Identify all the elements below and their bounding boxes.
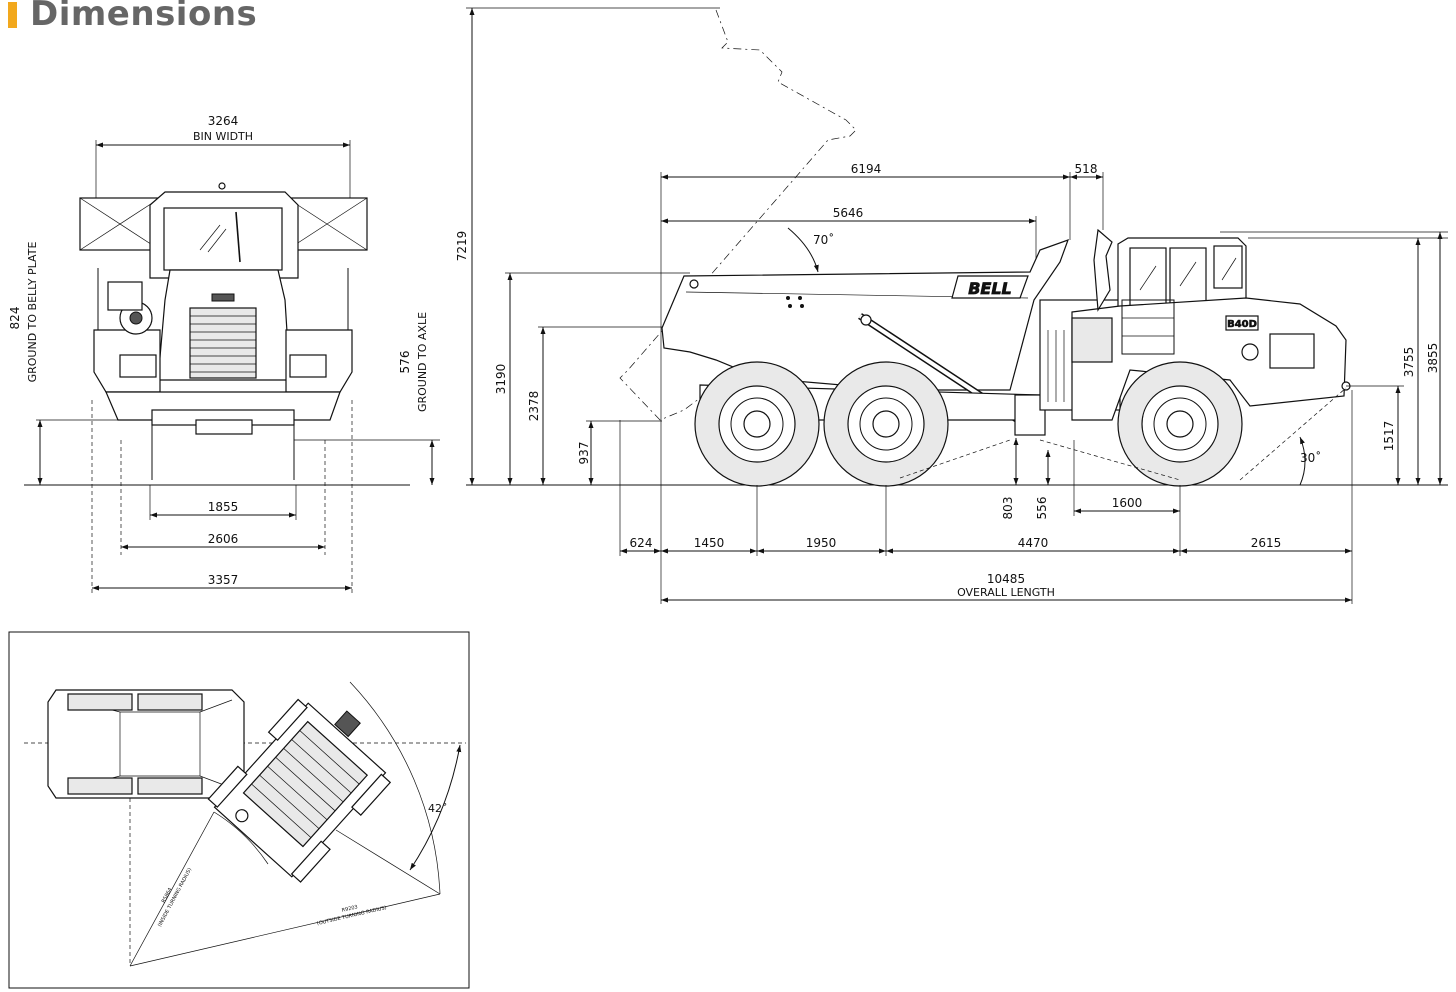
turning-view: 42˚ bbox=[8, 631, 470, 989]
dim-518: 518 bbox=[1075, 162, 1098, 176]
dim-6194: 6194 bbox=[851, 162, 882, 176]
axle-value: 576 bbox=[398, 351, 412, 374]
page-title: Dimensions bbox=[30, 0, 258, 34]
bin-width-value: 3264 bbox=[208, 114, 239, 128]
turning-angle: 42˚ bbox=[428, 802, 448, 815]
dim-5646: 5646 bbox=[833, 206, 864, 220]
front-truck-outline bbox=[79, 182, 368, 480]
dim-3855: 3855 bbox=[1426, 343, 1440, 374]
side-wheels bbox=[694, 361, 1243, 487]
turning-truck-outline bbox=[47, 689, 392, 883]
belly-label: GROUND TO BELLY PLATE bbox=[26, 242, 39, 383]
axle-label: GROUND TO AXLE bbox=[416, 312, 429, 412]
belly-value: 824 bbox=[8, 307, 22, 330]
dim-7219: 7219 bbox=[455, 231, 469, 262]
model-badge: B40D bbox=[1227, 319, 1257, 330]
tipped-bin-outline bbox=[619, 9, 857, 421]
brand-logo-side: BELL bbox=[968, 279, 1012, 298]
dim-3755: 3755 bbox=[1402, 347, 1416, 378]
dim-3190: 3190 bbox=[494, 364, 508, 395]
turning-frame bbox=[8, 631, 470, 989]
dim-2606: 2606 bbox=[208, 532, 239, 546]
dim-556: 556 bbox=[1035, 497, 1049, 520]
bin-width-label: BIN WIDTH bbox=[193, 130, 253, 143]
overall-length-value: 10485 bbox=[987, 572, 1025, 586]
dim-937: 937 bbox=[577, 442, 591, 465]
outside-radius-value: R9203 bbox=[341, 904, 358, 913]
title-accent-bar bbox=[8, 2, 17, 28]
side-truck-outline: BELL bbox=[661, 228, 1351, 487]
dim-3357: 3357 bbox=[208, 573, 239, 587]
dim-624: 624 bbox=[630, 536, 653, 550]
dim-1950: 1950 bbox=[806, 536, 837, 550]
dim-1600: 1600 bbox=[1112, 496, 1143, 510]
front-view: 3264 BIN WIDTH bbox=[8, 114, 440, 595]
dim-2615: 2615 bbox=[1251, 536, 1282, 550]
dim-1450: 1450 bbox=[694, 536, 725, 550]
dim-2378: 2378 bbox=[527, 391, 541, 422]
dim-1517: 1517 bbox=[1382, 421, 1396, 452]
angle-departure: 30˚ bbox=[1300, 450, 1321, 465]
dim-803: 803 bbox=[1001, 497, 1015, 520]
side-view: 7219 6194 518 5646 70˚ 3190 bbox=[455, 7, 1448, 604]
dim-1855: 1855 bbox=[208, 500, 239, 514]
angle-tip: 70˚ bbox=[813, 232, 834, 247]
overall-length-label: OVERALL LENGTH bbox=[957, 586, 1055, 599]
dim-4470: 4470 bbox=[1018, 536, 1049, 550]
